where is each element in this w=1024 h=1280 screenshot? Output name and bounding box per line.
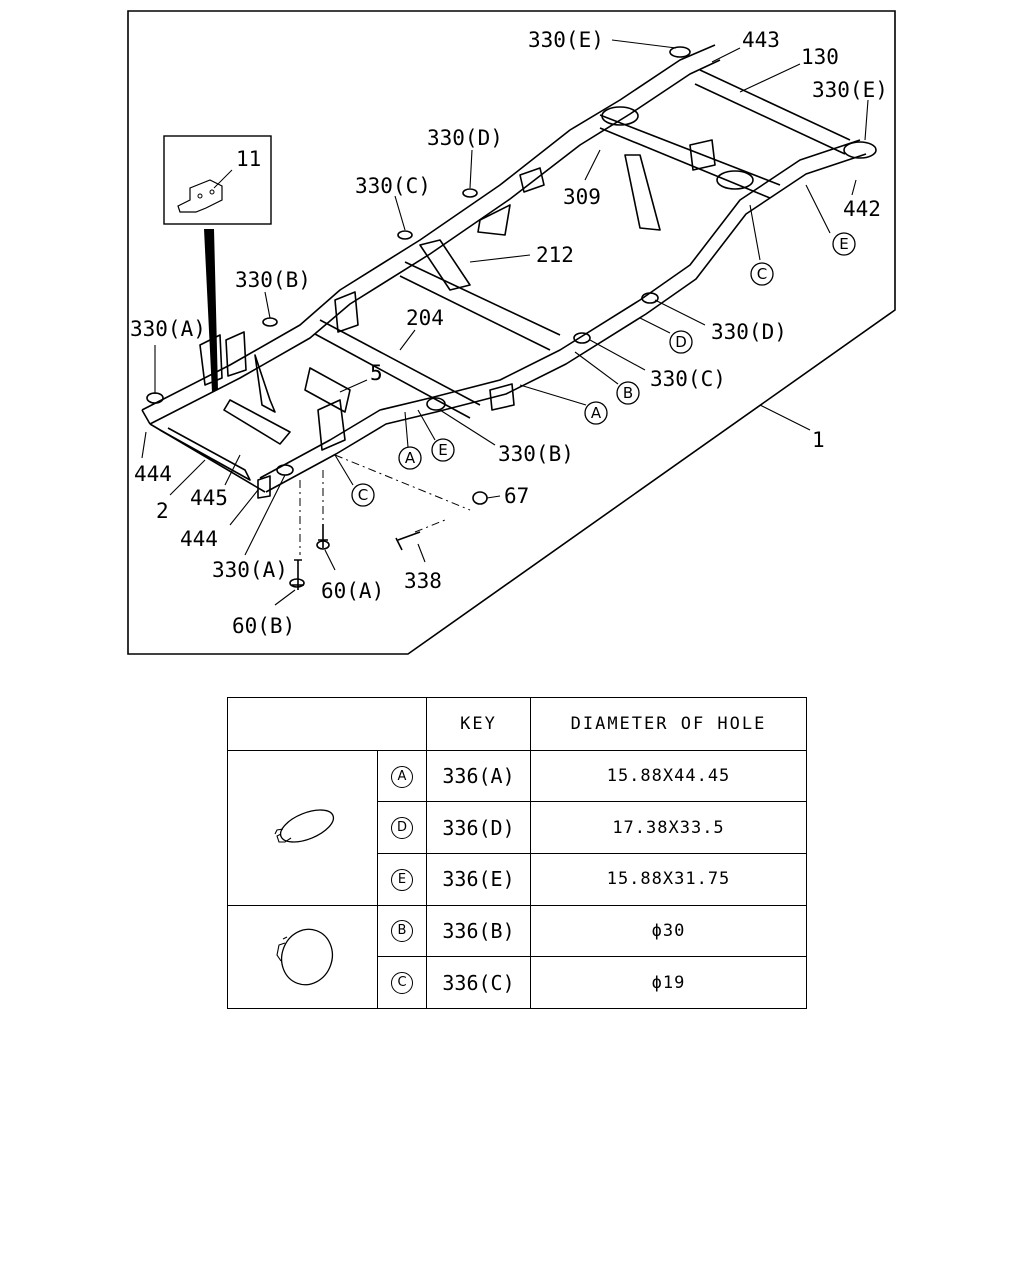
circled-markers: E C D B A A E C [351,232,856,507]
callout-330c-right: 330(C) [650,367,726,391]
svg-text:E: E [438,441,447,459]
callout-444-left: 444 [134,462,172,486]
oval-plug-icon [274,809,334,843]
callout-330e-right: 330(E) [812,78,888,102]
diagram-border [127,10,896,655]
callout-330a-left: 330(A) [130,317,206,341]
table-key-cell: 336(D) [426,801,531,854]
callout-204: 204 [406,306,444,330]
table-letter-cell: E [377,852,427,906]
svg-text:E: E [839,235,848,253]
svg-text:D: D [675,333,687,351]
inset-part-11 [163,135,272,392]
hole-diameter-table: KEY DIAMETER OF HOLE A 336(A) 15.88X44.4… [227,697,807,1010]
svg-text:B: B [623,384,633,402]
callout-5: 5 [370,361,383,385]
header-blank-cell [227,697,427,751]
callout-338: 338 [404,569,442,593]
callout-11: 11 [236,147,261,171]
callout-330a-bottom: 330(A) [212,558,288,582]
table-diameter-cell: 17.38X33.5 [530,801,807,854]
marker-e-right: E [832,232,856,256]
table-key-cell: 336(B) [426,904,531,958]
header-key: KEY [426,697,531,751]
marker-c-right: C [750,262,774,286]
table-row: A 336(A) 15.88X44.45 [227,749,807,906]
callout-330c-top: 330(C) [355,174,431,198]
callout-67: 67 [504,484,529,508]
callout-330b-mid: 330(B) [498,442,574,466]
table-row: C 336(C) ϕ19 [228,956,807,1009]
callout-443: 443 [742,28,780,52]
svg-text:A: A [405,449,416,467]
callout-1: 1 [812,428,825,452]
callout-330b-left: 330(B) [235,268,311,292]
marker-a-low: A [398,446,422,470]
marker-c-low: C [351,483,375,507]
callout-2: 2 [156,499,169,523]
callout-442: 442 [843,197,881,221]
table-header-row: KEY DIAMETER OF HOLE [227,697,807,751]
callout-330d-top: 330(D) [427,126,503,150]
oval-plug-illustration [227,749,378,906]
callout-60a: 60(A) [321,579,384,603]
table-letter-cell: B [377,904,427,958]
callout-labels: 330(E) 443 130 330(E) 330(D) 11 330(C) 3… [130,28,888,638]
table-row: E 336(E) 15.88X31.75 [228,852,807,906]
table-row: B 336(B) ϕ30 [227,904,807,1010]
callout-444-bottom: 444 [180,527,218,551]
chassis-frame-drawing [141,44,877,590]
table-row: D 336(D) 17.38X33.5 [228,801,807,854]
table-key-cell: 336(A) [426,749,531,803]
table-letter-cell: C [377,956,427,1009]
marker-a-mid: A [584,401,608,425]
table-letter-cell: A [377,749,427,803]
leader-lines [141,39,869,606]
round-plug-illustration [227,904,378,1010]
svg-text:C: C [358,486,368,504]
header-diameter: DIAMETER OF HOLE [530,697,807,751]
table-key-cell: 336(E) [426,852,531,906]
marker-e-low: E [431,438,455,462]
svg-text:C: C [757,265,767,283]
table-diameter-cell: 15.88X31.75 [530,852,807,906]
round-plug-icon [275,928,333,986]
callout-212: 212 [536,243,574,267]
table-diameter-cell: 15.88X44.45 [530,749,807,803]
table-key-cell: 336(C) [426,956,531,1009]
table-diameter-cell: ϕ30 [530,904,807,958]
callout-60b: 60(B) [232,614,295,638]
callout-309: 309 [563,185,601,209]
callout-330d-right: 330(D) [711,320,787,344]
callout-445: 445 [190,486,228,510]
callout-130: 130 [801,45,839,69]
svg-text:A: A [591,404,602,422]
marker-d-mid: D [669,330,693,354]
marker-b-mid: B [616,381,640,405]
callout-330e-top: 330(E) [528,28,604,52]
table-diameter-cell: ϕ19 [530,956,807,1009]
table-letter-cell: D [377,801,427,854]
frame-assembly-diagram: 330(E) 443 130 330(E) 330(D) 11 330(C) 3… [127,10,896,655]
